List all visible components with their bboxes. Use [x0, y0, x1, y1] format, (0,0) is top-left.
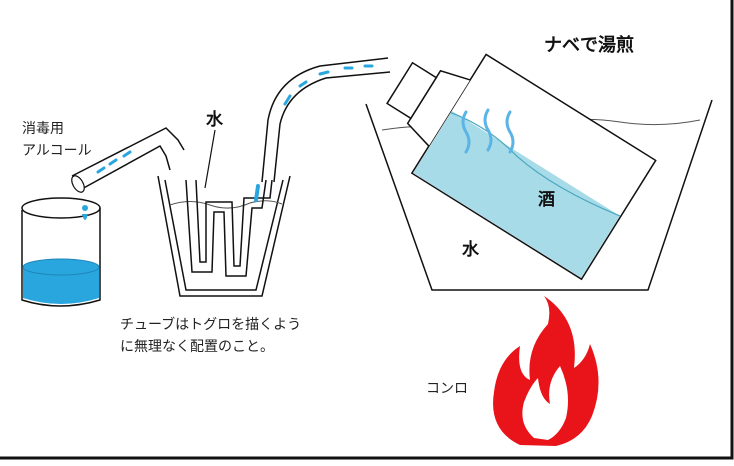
drip-drop	[82, 205, 88, 220]
water-label-right: 水	[462, 240, 479, 260]
water-label-pointer	[204, 129, 216, 189]
alcohol-liquid	[23, 268, 99, 304]
steam-icon	[461, 108, 515, 154]
stove-label: コンロ	[426, 381, 468, 397]
title-label: ナベで湯煎	[544, 35, 634, 56]
flame-icon	[493, 296, 599, 446]
sake-label: 酒	[538, 190, 555, 210]
disinfectant-label-line1: 消毒用	[22, 121, 64, 137]
note-line2: に無理なく配置のこと。	[120, 339, 274, 355]
water-label-left: 水	[206, 110, 223, 130]
arch-tube	[261, 57, 391, 183]
note-line1: チューブはトグロを描くよう	[120, 317, 302, 333]
coil-container	[157, 175, 291, 297]
outlet-tube	[71, 127, 185, 193]
disinfectant-label-line2: アルコール	[22, 143, 92, 159]
beaker	[21, 197, 101, 307]
